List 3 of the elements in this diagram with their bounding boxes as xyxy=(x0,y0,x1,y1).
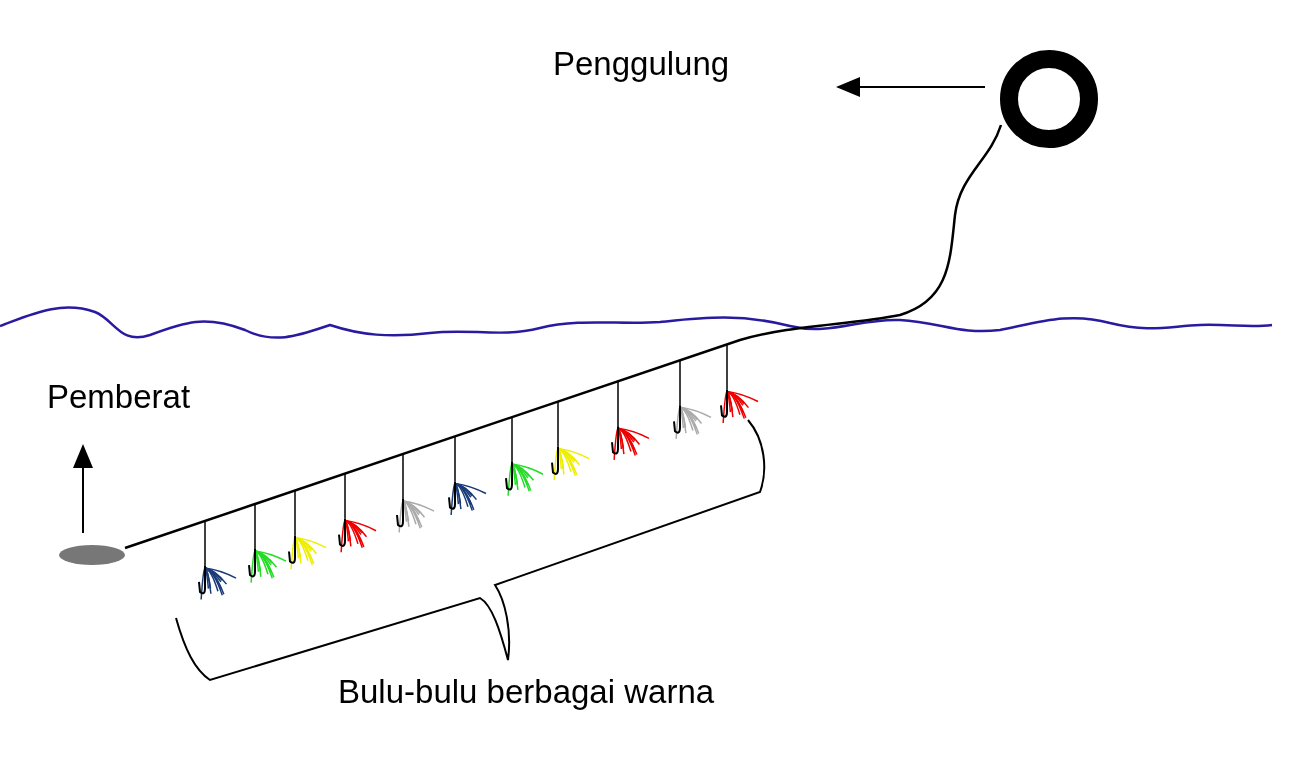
part-label: Bulu-bulu berbagai warna xyxy=(338,675,715,708)
part-label: Penggulung xyxy=(553,47,730,80)
part-label: Pemberat xyxy=(47,380,191,413)
